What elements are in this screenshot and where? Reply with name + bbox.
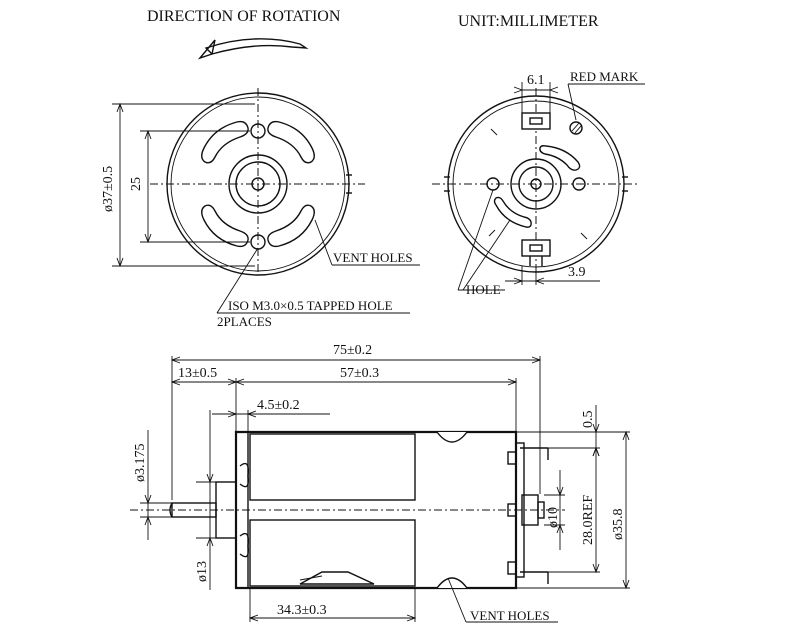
dim-terminal-width: 6.1 — [527, 73, 545, 88]
dim-hole-spacing: 25 — [129, 177, 144, 191]
dim-ref-diameter: 28.0REF — [581, 495, 596, 545]
dim-body-length: 57±0.3 — [340, 366, 379, 381]
front-view — [150, 88, 365, 276]
front-view-dimensions: ø37±0.5 25 VENT HOLES ISO M3.0×0.5 TAPPE… — [101, 102, 420, 329]
side-vent-holes-label: VENT HOLES — [470, 608, 550, 623]
dim-magnet-length: 34.3±0.3 — [277, 603, 327, 618]
hole-label: HOLE — [466, 282, 501, 297]
front-vent-holes-label: VENT HOLES — [333, 250, 413, 265]
dim-outer-diameter: ø37±0.5 — [101, 166, 116, 212]
red-mark-label: RED MARK — [570, 69, 639, 84]
dim-body-diameter: ø35.8 — [611, 509, 626, 541]
dim-shaft-diameter: ø3.175 — [133, 444, 148, 483]
dim-terminal-offset: 3.9 — [568, 265, 586, 280]
dim-boss-length: 4.5±0.2 — [257, 398, 300, 413]
tapped-hole-label: ISO M3.0×0.5 TAPPED HOLE — [228, 298, 393, 313]
unit-title: UNIT:MILLIMETER — [458, 13, 599, 30]
side-view-dimensions: 75±0.2 13±0.5 57±0.3 4.5±0.2 34.3±0.3 ø3… — [133, 343, 630, 623]
rotation-title: DIRECTION OF ROTATION — [147, 8, 341, 25]
dim-bearing-diameter: ø10 — [546, 507, 561, 528]
rotation-arrow-icon — [197, 38, 309, 60]
dim-boss-diameter: ø13 — [195, 561, 210, 582]
dim-total-length: 75±0.2 — [333, 343, 372, 358]
rear-view-dimensions: 6.1 RED MARK HOLE 3.9 — [457, 69, 645, 297]
dim-shaft-length: 13±0.5 — [178, 366, 217, 381]
tapped-hole-count: 2PLACES — [217, 314, 272, 329]
rear-view — [432, 88, 640, 275]
dim-top-offset: 0.5 — [581, 411, 596, 429]
